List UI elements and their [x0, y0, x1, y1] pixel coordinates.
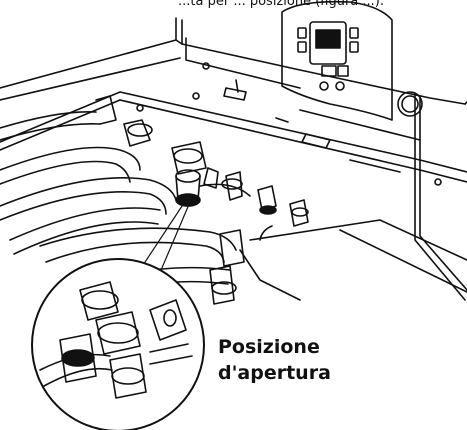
- cropped-header-text: ...ta per ... posizione (figura ...).: [178, 0, 384, 9]
- boiler-body: [0, 17, 467, 301]
- magnified-valve: [31, 258, 205, 430]
- callout-line-2: d'apertura: [218, 362, 331, 384]
- valve-assembly: [123, 119, 309, 305]
- control-panel: [281, 0, 423, 121]
- opening-position-label: Posizione d'apertura: [218, 334, 358, 386]
- callout-line-1: Posizione: [218, 336, 320, 358]
